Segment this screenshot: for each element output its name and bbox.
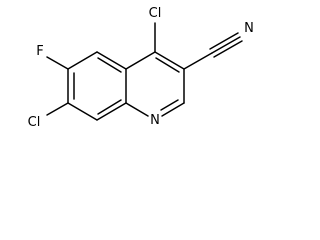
bond-to-cl-left bbox=[46, 102, 69, 116]
bond bbox=[125, 51, 156, 70]
nitrile-triple-bond bbox=[209, 32, 239, 50]
bond bbox=[161, 102, 185, 117]
structure-drawing: Cl N F Cl N bbox=[28, 6, 254, 130]
bond bbox=[154, 51, 185, 70]
double-bond-inner bbox=[97, 99, 122, 115]
molecule-structure: Cl N F Cl N bbox=[0, 0, 264, 138]
bond-to-nitrile bbox=[183, 52, 213, 70]
ring-nitrogen-label: N bbox=[150, 113, 160, 128]
nitrile-nitrogen-label: N bbox=[244, 21, 254, 36]
nitrile-triple-bond bbox=[213, 40, 243, 58]
bond bbox=[67, 51, 98, 70]
fluorine-label: F bbox=[36, 44, 43, 59]
double-bond-inner bbox=[97, 57, 122, 73]
bond bbox=[96, 102, 127, 121]
double-bond-inner bbox=[160, 99, 179, 111]
double-bond-inner bbox=[155, 57, 180, 73]
nitrile-triple-bond bbox=[211, 36, 241, 54]
chlorine-top-label: Cl bbox=[149, 6, 162, 21]
bond bbox=[96, 51, 127, 70]
bond bbox=[125, 102, 149, 117]
chlorine-left-label: Cl bbox=[28, 115, 41, 130]
bond bbox=[67, 102, 98, 121]
bond-to-fluorine bbox=[46, 56, 69, 70]
